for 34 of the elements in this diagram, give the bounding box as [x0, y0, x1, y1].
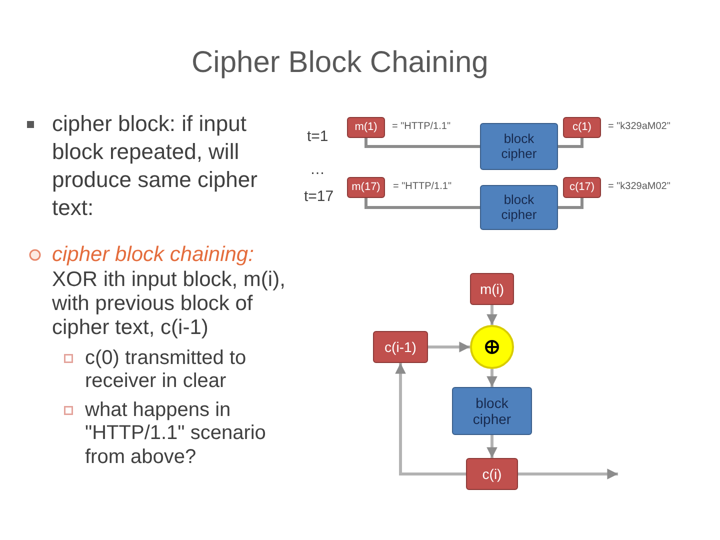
arrow [486, 305, 498, 325]
value-label: = "k329aM02" [608, 181, 670, 193]
block-cipher-box: block cipher [452, 387, 532, 435]
time-label: t=17 [304, 188, 334, 206]
time-label: t=1 [307, 128, 328, 146]
ciphertext-box: c(17) [563, 177, 601, 198]
message-box: m(17) [347, 177, 385, 198]
bullet-heading: cipher block chaining: [52, 243, 254, 267]
value-label: = "HTTP/1.1" [392, 121, 451, 133]
ciphertext-box: c(i) [466, 458, 518, 490]
slide-title: Cipher Block Chaining [192, 46, 488, 80]
value-label: = "k329aM02" [608, 121, 670, 133]
bullet-text: c(0) transmitted to receiver in clear [85, 346, 248, 392]
ciphertext-box: c(1) [563, 117, 601, 138]
block-cipher-box: block cipher [480, 123, 558, 170]
message-box: m(1) [347, 117, 385, 138]
arrow [518, 468, 618, 480]
bullet-text: what happens in "HTTP/1.1" scenario from above? [85, 398, 267, 469]
value-label: = "HTTP/1.1" [393, 181, 452, 193]
connector-line [558, 198, 584, 209]
ellipsis: … [310, 161, 325, 179]
arrow [395, 363, 466, 476]
ciphertext-box: c(i-1) [373, 331, 428, 363]
connector-line [558, 138, 584, 148]
block-cipher-box: block cipher [480, 185, 558, 230]
xor-icon [470, 325, 514, 369]
connector-line [364, 198, 480, 209]
connector-line [364, 138, 480, 148]
arrow [486, 435, 498, 458]
arrow [428, 342, 470, 352]
arrow [486, 369, 498, 387]
bullet-text: XOR ith input block, m(i), with previous block of cipher text, c(i-1) [52, 268, 286, 340]
bullet-text: cipher block: if input block repeated, will produce same cipher text: [52, 110, 258, 222]
message-box: m(i) [470, 273, 514, 305]
